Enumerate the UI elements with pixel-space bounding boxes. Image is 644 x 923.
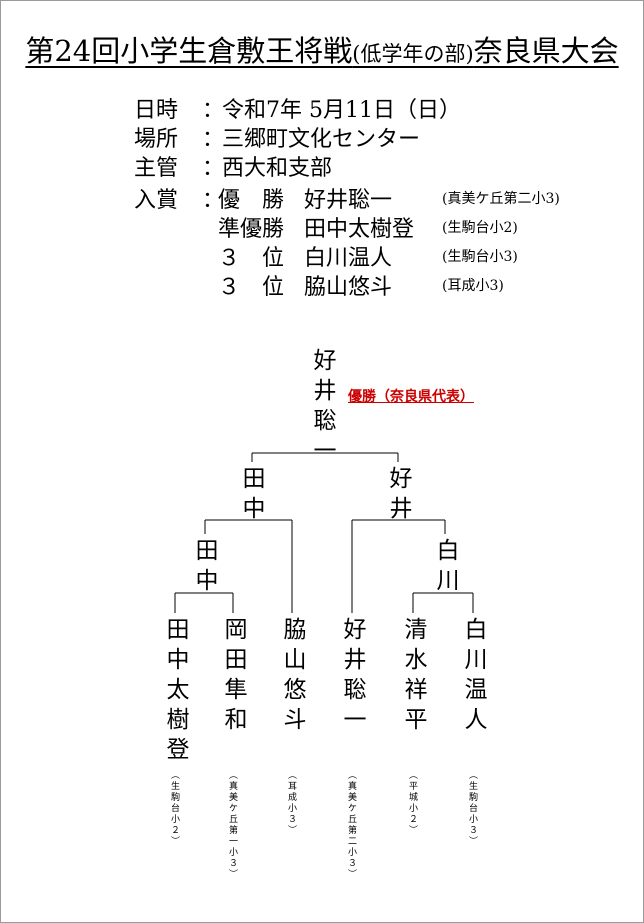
date-colon: ：: [202, 98, 225, 123]
award-name: 田中太樹登: [304, 217, 415, 242]
host-row: 主管 ：西大和支部: [134, 150, 332, 182]
venue-colon: ：: [202, 127, 225, 152]
award-school: (生駒台小2): [442, 220, 518, 236]
final-left-name: 田中: [238, 466, 264, 526]
player-name: 白川温人: [460, 617, 486, 737]
award-colon: ：: [202, 188, 225, 213]
date-row: 日時 ：令和7年 5月11日（日）: [134, 92, 461, 124]
player-school: （平城小２）: [407, 770, 417, 836]
host-colon: ：: [202, 156, 225, 181]
host-label: 主管: [134, 156, 179, 181]
award-label: 入賞: [134, 188, 179, 213]
champion-label: 優勝（奈良県代表）: [348, 389, 474, 405]
award-name: 白川温人: [304, 246, 393, 271]
final-right-name: 好井: [385, 466, 411, 526]
player-school: （真美ケ丘第一小３）: [227, 770, 237, 880]
award-school: (生駒台小3): [442, 249, 518, 265]
player-name: 好井聡一: [339, 617, 365, 737]
host-value: 西大和支部: [222, 156, 333, 181]
award-place: ３ 位: [218, 275, 285, 300]
title-sub: (低学年の部): [352, 42, 474, 66]
venue-value: 三郷町文化センター: [222, 127, 421, 152]
award-place: 準優勝: [218, 217, 285, 242]
player-name: 田中太樹登: [162, 617, 188, 767]
title-main: 第24回小学生倉敷王将戦: [25, 34, 353, 68]
award-name: 好井聡一: [304, 188, 393, 213]
player-name: 岡田隼和: [220, 617, 246, 737]
award-place: ３ 位: [218, 246, 285, 271]
semi-left-name: 田中: [191, 538, 217, 598]
semi-right-name: 白川: [432, 538, 458, 598]
player-name: 清水祥平: [400, 617, 426, 737]
award-school: (真美ケ丘第二小3): [442, 191, 560, 207]
player-name: 脇山悠斗: [279, 617, 305, 737]
player-school: （生駒台小２）: [169, 770, 179, 847]
date-label: 日時: [134, 98, 179, 123]
award-place: 優 勝: [218, 188, 285, 213]
date-value: 令和7年 5月11日（日）: [222, 98, 461, 123]
player-school: （生駒台小３）: [467, 770, 477, 847]
champion-name: 好井聡一: [309, 348, 335, 468]
award-school: (耳成小3): [442, 278, 504, 294]
venue-label: 場所: [134, 127, 179, 152]
page-title: 第24回小学生倉敷王将戦(低学年の部)奈良県大会: [0, 28, 644, 70]
player-school: （真美ケ丘第二小３）: [346, 770, 356, 880]
award-name: 脇山悠斗: [304, 275, 393, 300]
player-school: （耳成小３）: [286, 770, 296, 836]
venue-row: 場所 ：三郷町文化センター: [134, 121, 420, 153]
award-row: 入賞 ：: [134, 182, 225, 214]
title-tail: 奈良県大会: [473, 34, 619, 68]
